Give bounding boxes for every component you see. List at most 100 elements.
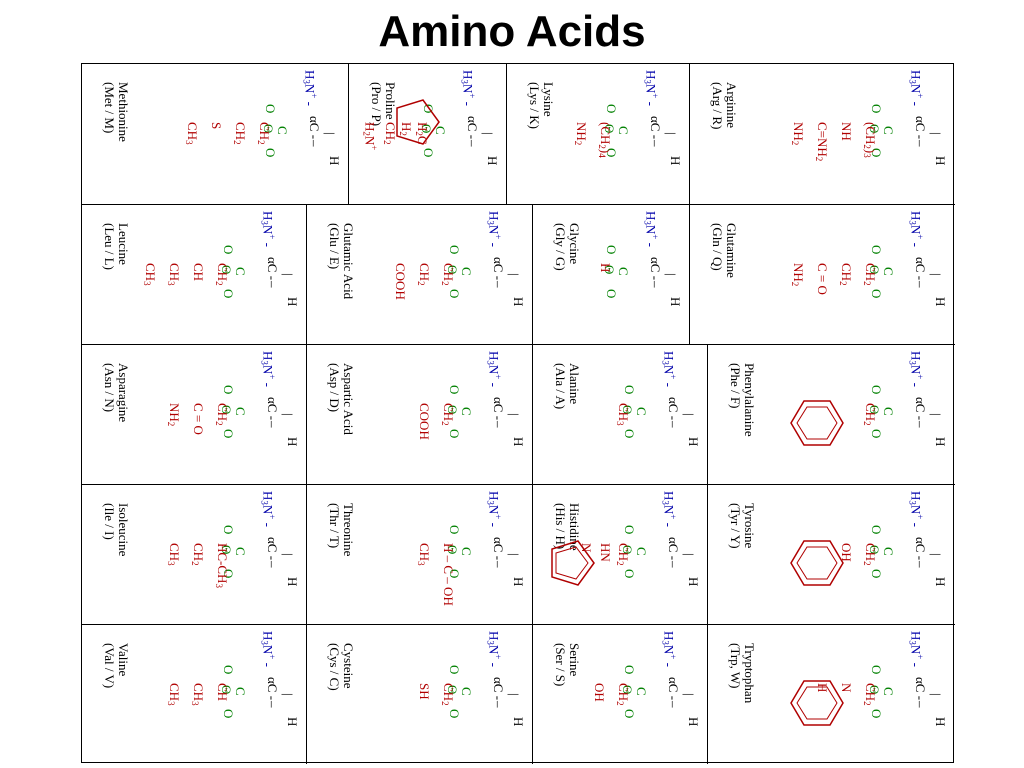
carboxyl-oxygen: O [447,245,462,255]
amino-acid-name: Threonine [341,503,356,557]
h-bond: | [682,553,697,556]
side-chain-atom: CH2 [214,263,230,286]
carboxyl-oxygen: O [869,429,884,439]
h-bond: | [664,273,679,276]
carboxyl-oxygen: O [869,665,884,675]
bond-line: – [913,701,928,708]
alpha-carbon: αC - [307,116,322,140]
carboxyl-carbon: C [616,267,631,276]
amino-acid-name: Isoleucine [116,503,131,557]
alpha-hydrogen: H [327,156,342,166]
alpha-carbon: αC - [265,257,280,281]
alpha-hydrogen: H [285,297,300,307]
side-chain-atom: H2N+ [361,122,379,151]
carboxyl-oxygen: O [447,665,462,675]
carboxyl-oxygen: O [221,385,236,395]
alpha-hydrogen: H [933,577,948,587]
h-bond: | [664,132,679,135]
alpha-carbon: αC - [265,537,280,561]
side-chain-atom: CH2 [440,683,456,706]
side-chain-atom: CH2 [862,543,878,566]
alpha-hydrogen: H [285,437,300,447]
carboxyl-oxygen: O [263,104,278,114]
amine-group: H3N+ - [259,211,277,247]
amino-acid-name: Arginine [724,82,739,128]
side-chain-atom: CH2 [862,403,878,426]
side-chain-atom: CH [215,683,230,702]
side-chain-atom: CH3 [615,403,631,426]
alpha-carbon: αC - [491,537,506,561]
side-chain-atom: HC-CH3 [214,543,230,588]
amino-acid-abbreviation: (Asn / N) [102,363,117,413]
side-chain-atom: CH2 [256,122,272,145]
amino-acid-abbreviation: (Glu / E) [327,223,342,270]
amino-acid-abbreviation: (Ser / S) [553,643,568,687]
side-chain-atom: CH3 [166,543,182,566]
carboxyl-carbon: C [233,407,248,416]
carboxyl-oxygen: O [622,385,637,395]
phenylalanine-ring-icon [790,400,844,446]
amino-acid-name: Glutamine [724,223,739,278]
bond-line: – [666,701,681,708]
side-chain-atom: CH2 [440,263,456,286]
side-chain-atom: COOH [417,403,432,440]
side-chain-atom: CH2 [190,543,206,566]
side-chain-atom: NH [839,122,854,141]
amino-acid-abbreviation: (Cys / C) [327,643,342,691]
side-chain-atom: NH2 [573,122,589,146]
h-bond: | [929,553,944,556]
alpha-hydrogen: H [933,156,948,166]
carboxyl-carbon: C [459,547,474,556]
alpha-carbon: αC - [666,397,681,421]
carboxyl-oxygen: O [221,665,236,675]
amine-group: H3N+ - [660,351,678,387]
amine-group: H3N+ - [907,491,925,527]
side-chain-atom: CH3 [416,543,432,566]
side-chain-atom: COOH [393,263,408,300]
amine-group: H3N+ - [642,70,660,106]
bond-line: – [265,421,280,428]
alpha-hydrogen: H [686,437,701,447]
bond-line: – [265,701,280,708]
bond-line: – [648,140,663,147]
amino-acid-abbreviation: (Asp / D) [327,363,342,413]
carboxyl-carbon: C [459,267,474,276]
alpha-carbon: αC - [491,677,506,701]
amino-acid-name: Tryptophan [742,643,757,704]
alpha-hydrogen: H [285,577,300,587]
amine-group: H3N+ - [485,631,503,667]
amino-acid-name: Methionine [116,82,131,142]
side-chain-atom: NH2 [166,403,182,427]
h-bond: | [929,693,944,696]
amino-acid-abbreviation: (Ala / A) [553,363,568,410]
amine-group: H3N+ - [642,211,660,247]
carboxyl-oxygen: O [604,245,619,255]
amine-group: H3N+ - [459,70,477,106]
side-chain-atom: NH2 [790,122,806,146]
bond-line: – [491,421,506,428]
carboxyl-oxygen: O [447,709,462,719]
carboxyl-carbon: C [233,547,248,556]
bond-line: – [307,140,322,147]
amine-group: H3N+ - [259,491,277,527]
bond-line: – [265,561,280,568]
side-chain-atom: CH3 [142,263,158,286]
alpha-hydrogen: H [511,297,526,307]
side-chain-atom: CH [191,263,206,282]
page-title: Amino Acids [378,7,646,56]
alpha-carbon: αC - [491,397,506,421]
carboxyl-carbon: C [233,267,248,276]
amino-acid-abbreviation: (Gln / Q) [710,223,725,271]
side-chain-atom: CH3 [184,122,200,145]
alpha-hydrogen: H [285,717,300,727]
carboxyl-oxygen: O [869,104,884,114]
carboxyl-carbon: C [881,267,896,276]
alpha-carbon: αC - [648,116,663,140]
tyrosine-ring-icon [790,540,844,586]
